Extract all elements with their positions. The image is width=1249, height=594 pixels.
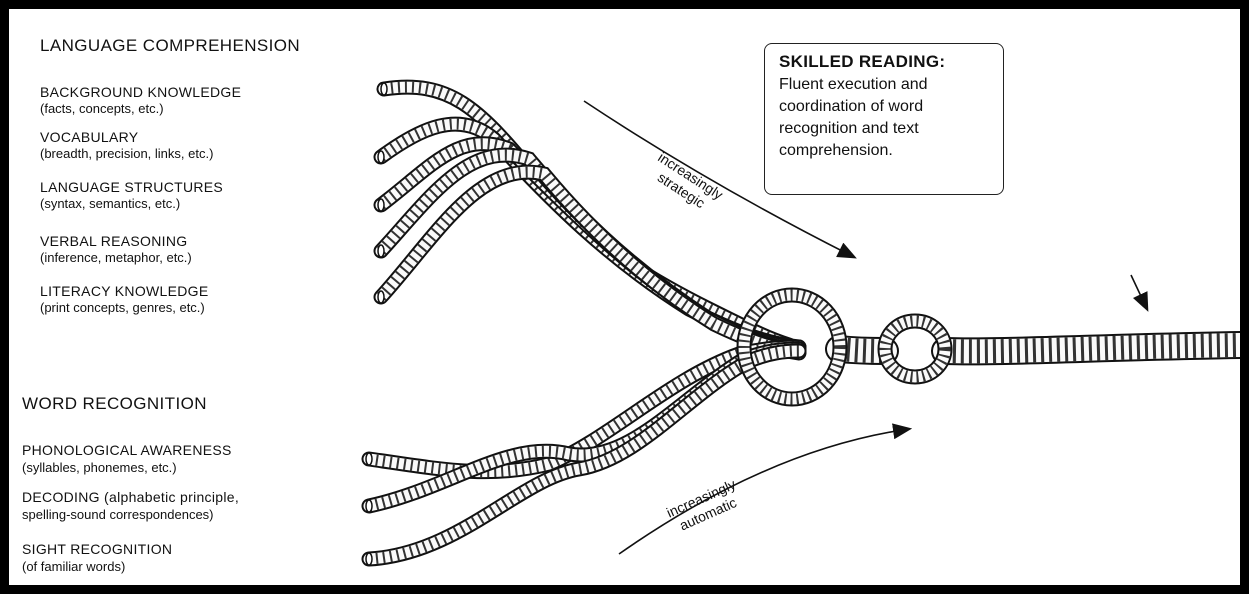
language-comprehension-heading: LANGUAGE COMPREHENSION xyxy=(40,36,300,56)
strand-desc-sight-recognition: (of familiar words) xyxy=(22,559,125,575)
strand-title-literacy-knowledge: LITERACY KNOWLEDGE xyxy=(40,283,209,300)
rope-strand-language-structures-end xyxy=(378,199,384,211)
skilled-reading-callout: SKILLED READING: Fluent execution and co… xyxy=(764,43,1004,195)
rope-strand-vocabulary-end xyxy=(378,151,384,163)
diagram-frame: LANGUAGE COMPREHENSION BACKGROUND KNOWLE… xyxy=(9,9,1240,585)
skilled-reading-description: Fluent execution and coordination of wor… xyxy=(779,74,993,162)
strand-desc-language-structures: (syntax, semantics, etc.) xyxy=(40,196,180,212)
rope-strand-sight-recognition-end xyxy=(366,553,372,565)
strand-desc-literacy-knowledge: (print concepts, genres, etc.) xyxy=(40,300,205,316)
strand-title-background-knowledge: BACKGROUND KNOWLEDGE xyxy=(40,84,241,101)
callout-arrow xyxy=(1131,275,1147,309)
strand-title-language-structures: LANGUAGE STRUCTURES xyxy=(40,179,223,196)
strand-desc-background-knowledge: (facts, concepts, etc.) xyxy=(40,101,164,117)
strand-desc-vocabulary: (breadth, precision, links, etc.) xyxy=(40,146,213,162)
word-recognition-heading: WORD RECOGNITION xyxy=(22,394,207,414)
rope-strand-literacy-knowledge-end xyxy=(378,291,384,303)
rope-strand-verbal-reasoning-end xyxy=(378,245,384,257)
rope-strand-phonological-awareness-end xyxy=(366,453,372,465)
strand-title-sight-recognition: SIGHT RECOGNITION xyxy=(22,541,172,558)
strand-desc-verbal-reasoning: (inference, metaphor, etc.) xyxy=(40,250,192,266)
strand-desc-decoding: spelling-sound correspondences) xyxy=(22,507,214,523)
rope-strand-decoding-end xyxy=(366,500,372,512)
strand-title-vocabulary: VOCABULARY xyxy=(40,129,138,146)
strand-title-decoding: DECODING (alphabetic principle, xyxy=(22,489,239,506)
strand-title-phonological-awareness: PHONOLOGICAL AWARENESS xyxy=(22,442,232,459)
strand-desc-phonological-awareness: (syllables, phonemes, etc.) xyxy=(22,460,177,476)
skilled-reading-title: SKILLED READING: xyxy=(779,52,993,72)
strand-title-verbal-reasoning: VERBAL REASONING xyxy=(40,233,187,250)
automatic-arrow xyxy=(619,429,909,554)
rope-strand-background-knowledge-end xyxy=(381,83,387,95)
rope-main-braid-fill xyxy=(839,345,1240,351)
